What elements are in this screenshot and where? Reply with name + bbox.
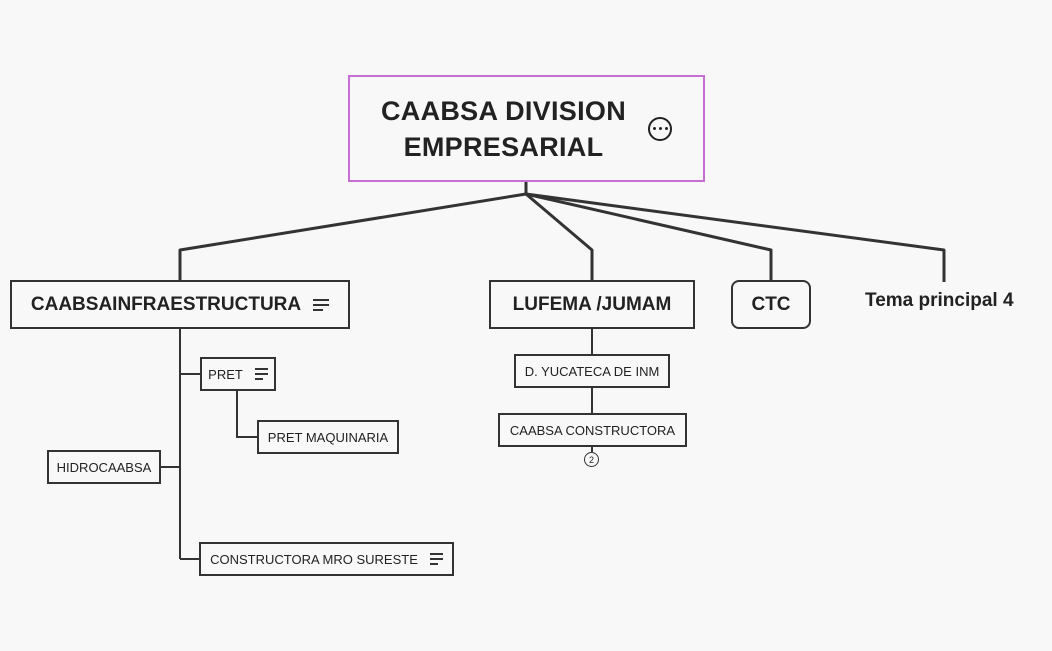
- subtopic-pret-maquinaria[interactable]: PRET MAQUINARIA: [257, 420, 399, 454]
- subtopic-hidrocaabsa[interactable]: HIDROCAABSA: [47, 450, 161, 484]
- central-topic-line-2: EMPRESARIAL: [403, 131, 604, 162]
- subtopic-caabsa-constructora[interactable]: CAABSA CONSTRUCTORA: [498, 413, 687, 447]
- topic-label: CTC: [751, 293, 791, 315]
- subtopic-label: PRET MAQUINARIA: [267, 429, 389, 445]
- subtopic-label: CAABSA CONSTRUCTORA: [509, 422, 676, 438]
- topic-label: CAABSAINFRAESTRUCTURA: [30, 293, 302, 315]
- subtopic-pret[interactable]: PRET: [200, 357, 276, 391]
- subtopic-label: HIDROCAABSA: [56, 459, 152, 475]
- connector-lufema: [525, 192, 594, 280]
- subtopic-constructora-mro-sureste[interactable]: CONSTRUCTORA MRO SURESTE: [199, 542, 454, 576]
- central-topic[interactable]: CAABSA DIVISION EMPRESARIAL: [348, 75, 705, 182]
- topic-lufema-jumam[interactable]: LUFEMA /JUMAM: [489, 280, 695, 329]
- subtopic-d-yucateca-de-inm[interactable]: D. YUCATECA DE INM: [514, 354, 670, 388]
- subtopic-label: CONSTRUCTORA MRO SURESTE: [210, 551, 418, 567]
- central-topic-line-1: CAABSA DIVISION: [380, 95, 627, 126]
- collapsed-count-badge[interactable]: 2: [584, 452, 599, 467]
- central-topic-title: CAABSA DIVISION EMPRESARIAL: [381, 93, 626, 165]
- topic-tema-principal-4[interactable]: Tema principal 4: [865, 290, 1014, 311]
- connector-ctc: [525, 192, 773, 280]
- subtopic-label: D. YUCATECA DE INM: [524, 363, 660, 379]
- notes-icon[interactable]: [429, 553, 443, 565]
- more-options-icon[interactable]: [648, 116, 673, 141]
- topic-label: LUFEMA /JUMAM: [512, 293, 672, 315]
- connector-pret-maquinaria: [236, 391, 258, 438]
- topic-caabsainfraestructura[interactable]: CAABSAINFRAESTRUCTURA: [10, 280, 350, 329]
- connector-tema4: [525, 192, 946, 282]
- topic-ctc[interactable]: CTC: [731, 280, 811, 329]
- notes-icon[interactable]: [313, 298, 330, 311]
- notes-icon[interactable]: [254, 368, 268, 380]
- subtopic-label: PRET: [208, 366, 243, 382]
- connector-infra: [178, 192, 527, 280]
